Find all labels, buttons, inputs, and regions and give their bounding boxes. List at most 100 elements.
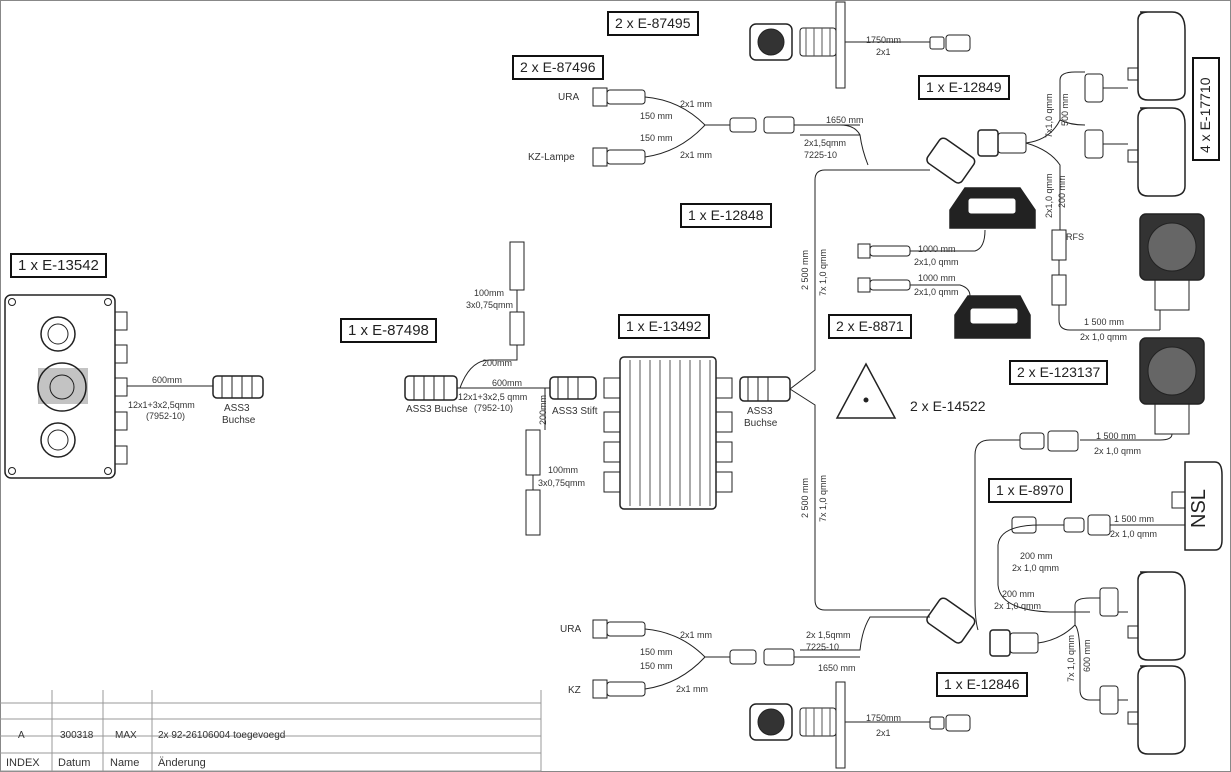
text-2x15-bot: 2x 1,5qmm <box>806 630 851 640</box>
text-7225-bot: 7225-10 <box>806 642 840 652</box>
label-e13492: 1 x E-13492 <box>618 314 710 339</box>
adapter-cable-e87498 <box>404 241 597 536</box>
text-ura-bot: URA <box>560 624 582 635</box>
text-2x1q-a: 2x1,0 qmm <box>914 257 959 267</box>
text-2x1mm-c: 2x1 mm <box>680 630 713 640</box>
text-kz-lampe: KZ-Lampe <box>528 152 575 163</box>
label-e13542: 1 x E-13542 <box>10 253 107 278</box>
label-e8871: 2 x E-8871 <box>828 314 912 339</box>
rev-datum-value: 300318 <box>60 730 94 741</box>
text-1000-a: 1000 mm <box>918 244 956 254</box>
text-150-b: 150 mm <box>640 133 673 143</box>
text-1750-top: 1750mm <box>866 35 902 45</box>
text-v2500-bot: 2 500 mm <box>800 477 810 518</box>
label-e87496: 2 x E-87496 <box>512 55 604 80</box>
text-2x1q-c: 2x 1,0 qmm <box>1080 332 1128 342</box>
rev-aenderung-value: 2x 92-26106004 toegevoegd <box>158 730 286 741</box>
control-box-e13542 <box>4 294 264 479</box>
label-e12846: 1 x E-12846 <box>936 672 1028 697</box>
text-ura: URA <box>558 92 580 103</box>
text-ass3-left: ASS3 <box>224 403 250 414</box>
label-e8970: 1 x E-8970 <box>988 478 1072 503</box>
text-rfs: RFS <box>1066 232 1084 242</box>
label-e87495: 2 x E-87495 <box>607 11 699 36</box>
text-12x1-left: 12x1+3x2,5qmm <box>128 400 195 410</box>
text-v2500-top: 2 500 mm <box>800 249 810 290</box>
rev-header-aenderung: Änderung <box>158 757 206 769</box>
text-ass3-buchse-mid: ASS3 Buchse <box>406 404 468 415</box>
text-v600-bot: 600 mm <box>1082 639 1092 672</box>
text-kz-bot: KZ <box>568 685 581 696</box>
text-150-c: 150 mm <box>640 647 673 657</box>
text-v7x1-bot-r: 7x 1,0 qmm <box>1066 634 1076 682</box>
text-v7x1-500: 7x1,0 qmm <box>1044 93 1054 138</box>
text-100-a: 100mm <box>474 288 505 298</box>
text-1000-b: 1000 mm <box>918 273 956 283</box>
revision-table-grid <box>0 690 542 772</box>
text-2x1mm-b: 2x1 mm <box>680 150 713 160</box>
text-buchse-right: Buchse <box>744 418 778 429</box>
text-ass3-right: ASS3 <box>747 406 773 417</box>
rev-header-name: Name <box>110 757 140 769</box>
rev-name-value: MAX <box>115 730 137 741</box>
label-e123137: 2 x E-123137 <box>1009 360 1109 385</box>
text-200-e: 200 mm <box>1020 551 1053 561</box>
tail-lights-e17710-top <box>1103 11 1186 197</box>
text-2x1-top: 2x1 <box>876 47 891 57</box>
text-200: 200mm <box>482 358 513 368</box>
label-e17710: 4 x E-17710 <box>1192 57 1220 161</box>
text-12x1-mid: 12x1+3x2,5 qmm <box>458 392 528 402</box>
text-2x1q-e: 2x 1,0 qmm <box>1110 529 1158 539</box>
text-600-mid: 600mm <box>492 378 523 388</box>
text-2x1mm-a: 2x1 mm <box>680 99 713 109</box>
text-v200: 200 mm <box>1057 175 1067 208</box>
text-7225-top: 7225-10 <box>804 150 838 160</box>
text-3x075-a: 3x0,75qmm <box>466 300 514 310</box>
text-1500-a: 1 500 mm <box>1084 317 1125 327</box>
text-200-f: 200 mm <box>1002 589 1035 599</box>
rev-header-datum: Datum <box>58 757 91 769</box>
text-2x1q-b: 2x1,0 qmm <box>914 287 959 297</box>
text-v200-mid: 200mm <box>538 394 548 425</box>
text-v2x1-200: 2x1,0 qmm <box>1044 173 1054 218</box>
work-lights-e123137 <box>1080 213 1205 441</box>
text-1650-top: 1650 mm <box>826 115 864 125</box>
text-2x15-top: 2x1,5qmm <box>804 138 847 148</box>
text-150-d: 150 mm <box>640 661 673 671</box>
text-ass3-stift: ASS3 Stift <box>552 406 598 417</box>
label-e87498: 1 x E-87498 <box>340 318 437 343</box>
text-100-b: 100mm <box>548 465 579 475</box>
rev-header-index: INDEX <box>6 757 40 769</box>
junction-module-e13492 <box>603 356 733 510</box>
branch-cable-top <box>592 87 860 167</box>
number-plate-lamps-e8871 <box>857 187 1036 339</box>
text-2x1mm-d: 2x1 mm <box>676 684 709 694</box>
main-trunk-cables <box>739 124 976 651</box>
rev-index-value: A <box>18 730 25 741</box>
lamp-bottom-e87495 <box>749 681 971 769</box>
text-1750-bot: 1750mm <box>866 713 902 723</box>
text-600-left: 600mm <box>152 375 183 385</box>
text-v7x1-top: 7x 1,0 qmm <box>818 248 828 296</box>
text-buchse-left: Buchse <box>222 415 256 426</box>
label-e12849: 1 x E-12849 <box>918 75 1010 100</box>
label-e12848: 1 x E-12848 <box>680 203 772 228</box>
warning-triangle-e14522 <box>835 362 897 419</box>
text-1500-c: 1 500 mm <box>1114 514 1155 524</box>
text-150-a: 150 mm <box>640 111 673 121</box>
text-v7x1-bot: 7x 1,0 qmm <box>818 474 828 522</box>
lamp-top-e87495 <box>749 1 971 89</box>
label-e17710-text: 4 x E-17710 <box>1197 77 1213 154</box>
text-v500: 500 mm <box>1060 93 1070 126</box>
rear-fog-lamp-e8970 <box>997 461 1223 613</box>
label-e14522: 2 x E-14522 <box>904 396 992 417</box>
tail-lights-e17710-bottom <box>1127 571 1186 755</box>
text-2x1q-g: 2x 1,0 qmm <box>994 601 1042 611</box>
connector-e12846 <box>974 430 1128 715</box>
text-7952-mid: (7952-10) <box>474 403 514 413</box>
text-1650-bot: 1650 mm <box>818 663 856 673</box>
text-2x1q-f: 2x 1,0 qmm <box>1012 563 1060 573</box>
text-2x1q-d: 2x 1,0 qmm <box>1094 446 1142 456</box>
text-7952-left: (7952-10) <box>146 411 186 421</box>
